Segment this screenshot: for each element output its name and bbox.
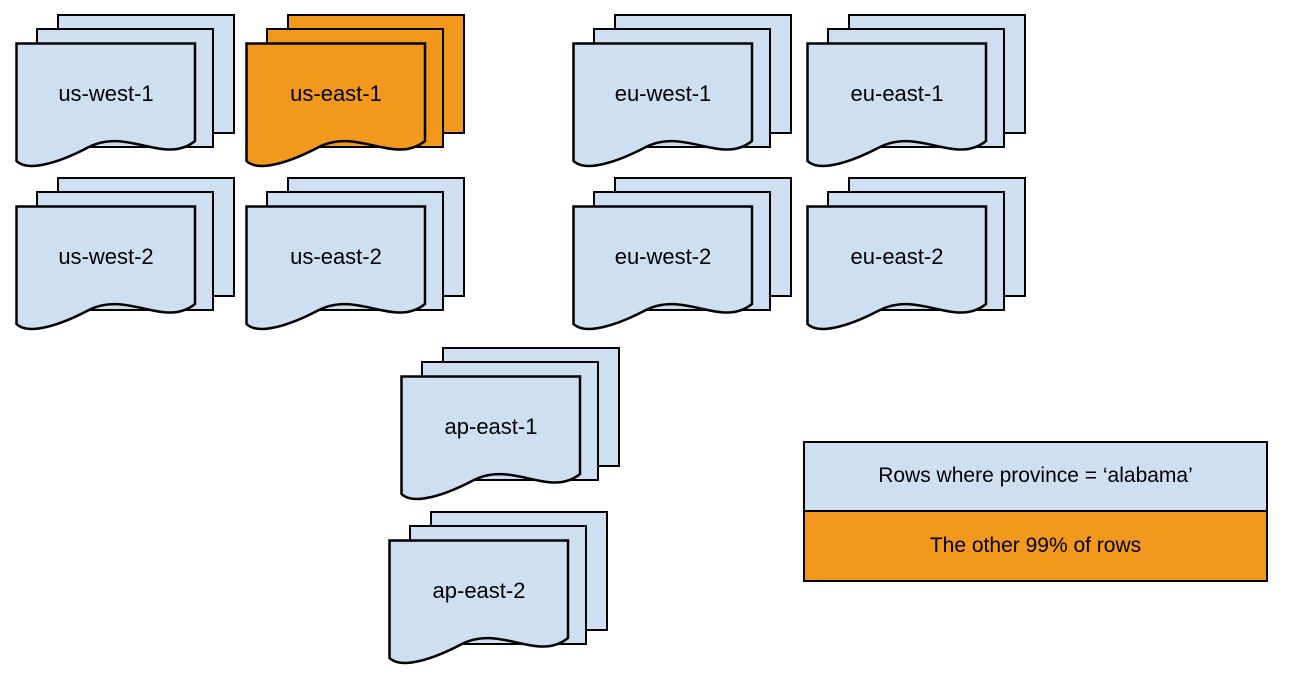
document-shape-icon xyxy=(245,42,427,180)
region-stack-eu-west-1: eu-west-1 xyxy=(572,14,796,180)
document-shape-icon xyxy=(245,205,427,343)
legend: Rows where province = ‘alabama’ The othe… xyxy=(803,441,1268,582)
legend-item-alabama-rows: Rows where province = ‘alabama’ xyxy=(805,443,1266,512)
document-shape-icon xyxy=(572,205,754,343)
region-stack-ap-east-2: ap-east-2 xyxy=(388,511,612,677)
region-stack-us-east-1: us-east-1 xyxy=(245,14,469,180)
document-shape-icon xyxy=(15,205,197,343)
document-shape-icon xyxy=(806,205,988,343)
region-stack-eu-east-1: eu-east-1 xyxy=(806,14,1030,180)
region-stack-us-east-2: us-east-2 xyxy=(245,177,469,343)
document-shape-icon xyxy=(388,539,570,677)
legend-item-other-rows: The other 99% of rows xyxy=(805,511,1266,580)
region-stack-ap-east-1: ap-east-1 xyxy=(400,347,624,513)
document-shape-icon xyxy=(572,42,754,180)
region-stack-eu-west-2: eu-west-2 xyxy=(572,177,796,343)
region-stack-us-west-2: us-west-2 xyxy=(15,177,239,343)
document-shape-icon xyxy=(806,42,988,180)
region-stack-eu-east-2: eu-east-2 xyxy=(806,177,1030,343)
region-stack-us-west-1: us-west-1 xyxy=(15,14,239,180)
document-shape-icon xyxy=(15,42,197,180)
document-shape-icon xyxy=(400,375,582,513)
